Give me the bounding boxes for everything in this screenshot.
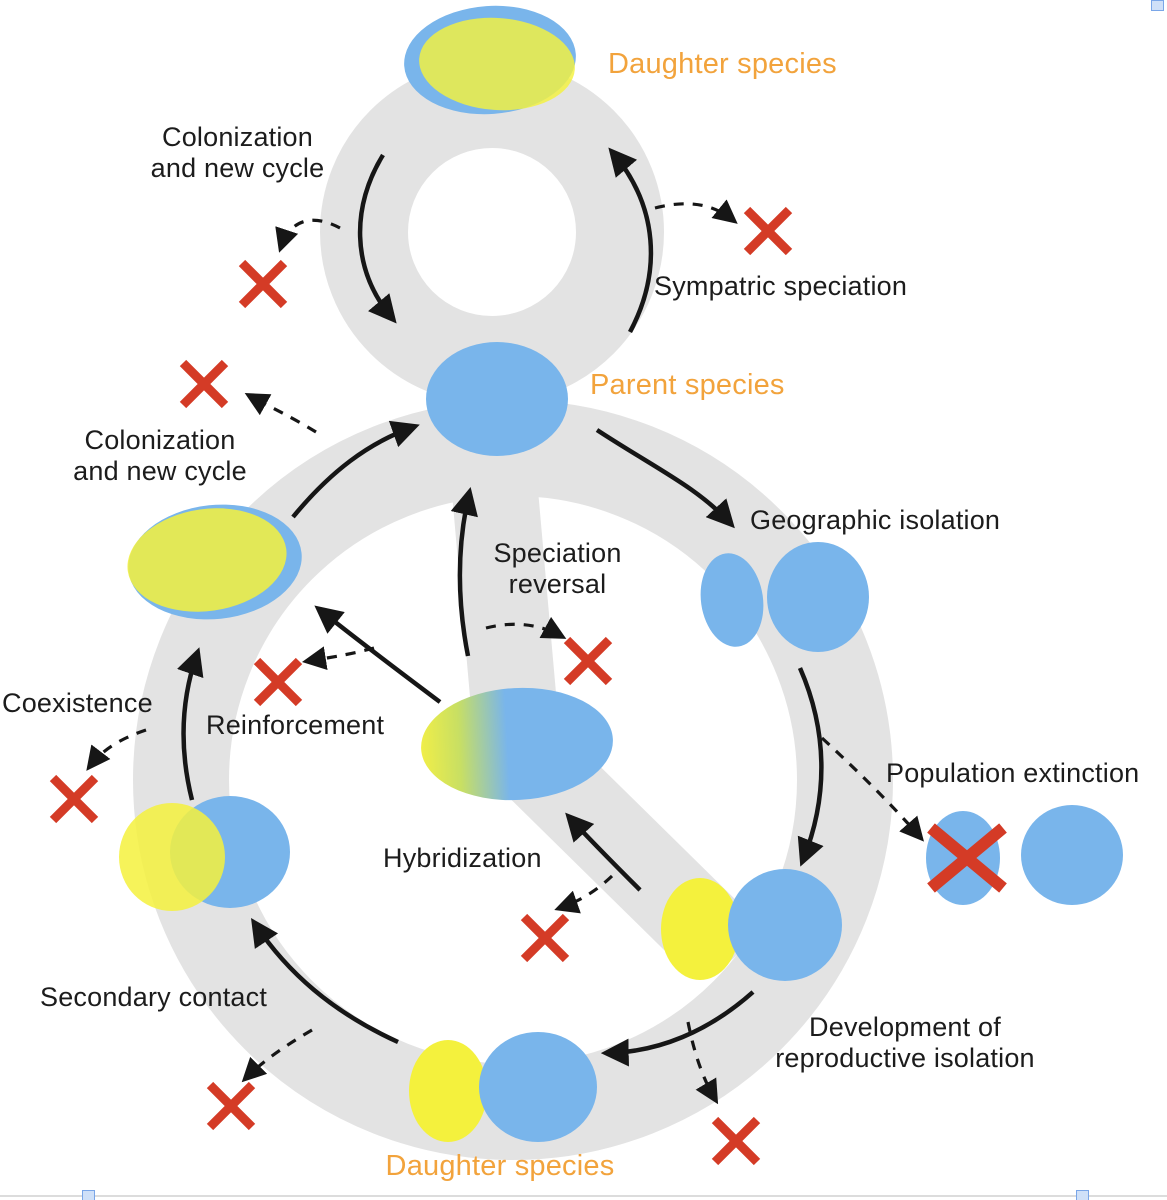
label-parent-species: Parent species: [590, 369, 785, 401]
label-development-reproductive-isolation: Development of reproductive isolation: [775, 1012, 1035, 1074]
arrow-reinforcement: [314, 605, 442, 704]
extinction-x-icon-large: [927, 823, 1007, 893]
blob-hybrid-gradient: [421, 687, 613, 801]
cycle-track-reversal-branch: [446, 381, 560, 783]
label-speciation-reversal: Speciation reversal: [493, 538, 622, 600]
label-hybridization: Hybridization: [383, 843, 542, 873]
dashed-arrow-colonization-top-extinction: [275, 218, 341, 253]
label-daughter-species-top: Daughter species: [608, 48, 837, 80]
arrow-hybridization: [565, 812, 642, 892]
species-blobs: [119, 5, 1123, 1142]
extinction-x-icon: [711, 1116, 761, 1166]
blob-isolated-large: [767, 542, 869, 652]
dashed-arrow-reversal-extinction: [485, 616, 567, 639]
arrow-development-to-daughter: [600, 990, 755, 1067]
dashed-arrow-coexistence-extinction: [86, 728, 147, 771]
dashed-arrow-reinforcement-extinction: [301, 646, 375, 671]
label-reinforcement: Reinforcement: [206, 710, 385, 740]
arrow-speciation-reversal: [450, 486, 478, 657]
blob-secondary-yellow: [119, 803, 225, 911]
blob-surviving-population: [1021, 805, 1123, 905]
process-arrows: [177, 147, 824, 1067]
arrow-parent-to-isolation: [595, 428, 735, 529]
label-daughter-species-bottom: Daughter species: [385, 1150, 615, 1182]
label-population-extinction: Population extinction: [886, 758, 1140, 788]
extinction-x-icon: [238, 259, 288, 309]
bottom-border-line: [0, 1195, 1167, 1197]
extinction-x-icon: [563, 636, 613, 686]
selection-handle-artifact: [1076, 1190, 1089, 1200]
blob-development-blue: [728, 869, 842, 981]
arrow-colonization-top: [357, 153, 397, 324]
arrow-isolation-down: [797, 667, 824, 867]
dashed-arrow-colonization-left-extinction: [244, 393, 317, 434]
blob-parent-species: [426, 342, 568, 456]
label-coexistence: Coexistence: [2, 688, 153, 718]
blob-daughter-bottom-yellow: [409, 1040, 487, 1142]
label-colonization-new-cycle-left: Colonization and new cycle: [73, 425, 247, 487]
extinction-marks: [49, 206, 1007, 1166]
label-colonization-new-cycle-top: Colonization and new cycle: [150, 122, 325, 184]
label-geographic-isolation: Geographic isolation: [750, 505, 1001, 535]
blob-colonized-yellow: [127, 508, 287, 612]
arrow-coexistence: [177, 647, 204, 801]
extinction-x-icon: [206, 1081, 256, 1131]
arrow-colonization-left: [291, 420, 420, 519]
extinction-x-icon: [253, 657, 303, 707]
selection-handle-artifact: [1151, 0, 1164, 11]
blob-daughter-bottom-blue: [479, 1032, 597, 1142]
cycle-track-top-loop: [320, 60, 664, 404]
dashed-arrow-hybridization-extinction: [554, 874, 614, 914]
dashed-arrow-secondary-extinction: [241, 1028, 313, 1083]
label-secondary-contact: Secondary contact: [40, 982, 268, 1012]
dashed-arrow-development-extinction: [686, 1021, 719, 1105]
dashed-arrow-sympatric-extinction: [654, 199, 738, 224]
extinction-arrows: [86, 199, 924, 1105]
selection-handle-artifact: [82, 1190, 95, 1200]
arrow-sympatric-speciation: [608, 147, 654, 334]
label-sympatric-speciation: Sympatric speciation: [654, 271, 908, 301]
extinction-x-icon: [49, 774, 99, 824]
arrow-secondary-contact: [251, 918, 399, 1045]
extinction-x-icon: [743, 206, 793, 256]
blob-isolated-small: [700, 553, 764, 647]
blob-daughter-top-yellow: [419, 17, 575, 111]
extinction-x-icon: [179, 359, 229, 409]
blob-development-yellow: [661, 878, 739, 980]
extinction-x-icon: [520, 913, 570, 963]
